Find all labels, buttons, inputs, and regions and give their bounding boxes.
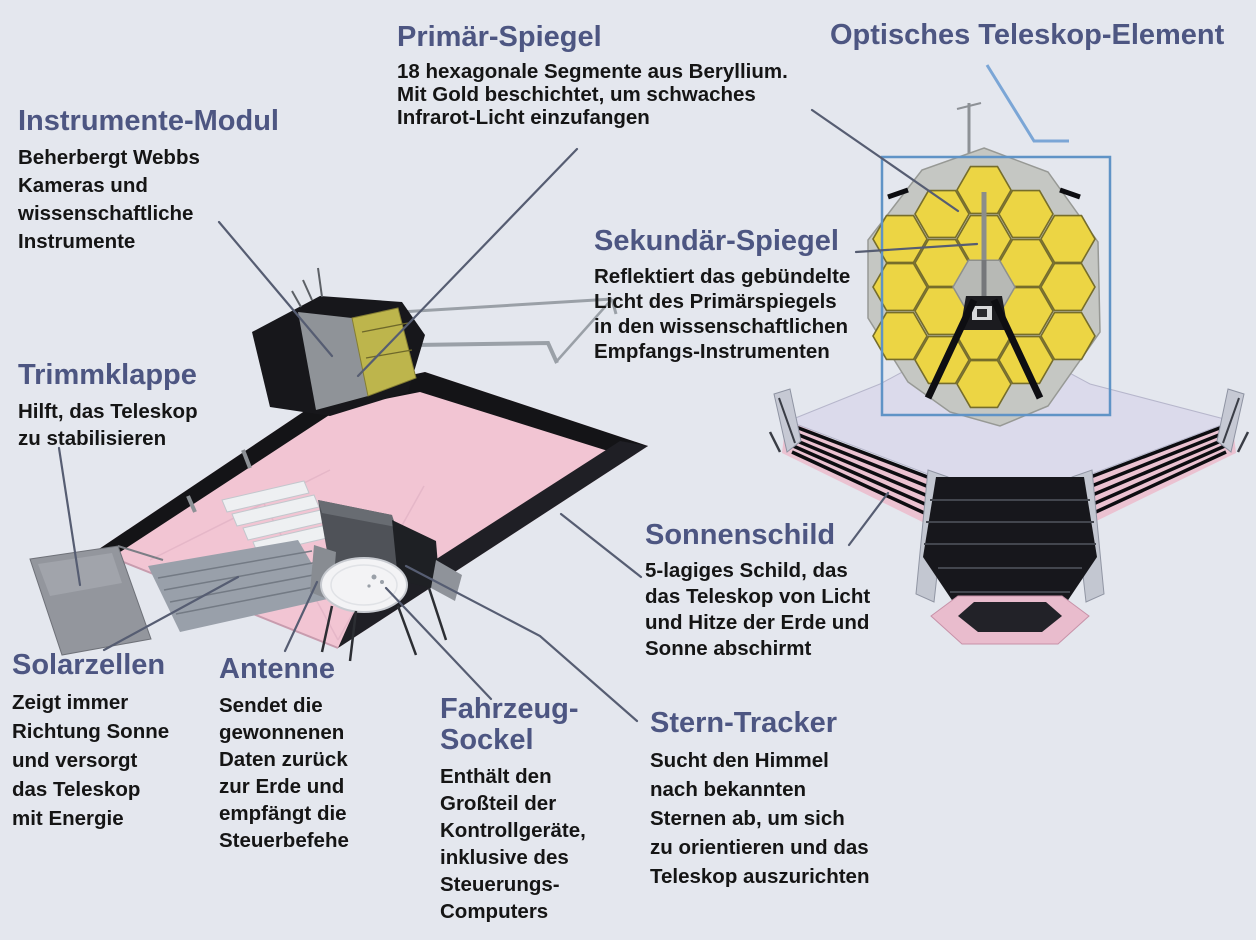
label-sekundaer-spiegel: Sekundär-Spiegel Reflektiert das gebünde… xyxy=(594,226,850,364)
antenna-dish xyxy=(320,557,408,613)
primary-mirror-front-view xyxy=(867,147,1101,427)
leader-primaer-spiegel-left xyxy=(356,147,579,378)
label-title: Fahrzeug- Sockel xyxy=(440,693,579,756)
leader-fahrzeug-sockel xyxy=(384,586,493,701)
leader-sonnenschild-left xyxy=(559,512,643,579)
leader-trimmklappe xyxy=(57,446,82,587)
label-title: Trimmklappe xyxy=(18,359,197,391)
label-fahrzeug-sockel: Fahrzeug- Sockel Enthält den Großteil de… xyxy=(440,694,586,925)
label-primaer-spiegel: Primär-Spiegel 18 hexagonale Segmente au… xyxy=(397,21,788,130)
label-sonnenschild: Sonnenschild 5-lagiges Schild, das das T… xyxy=(645,520,870,662)
label-title: Sonnenschild xyxy=(645,519,836,551)
label-solarzellen: Solarzellen Zeigt immer Richtung Sonne u… xyxy=(12,650,169,833)
ote-highlight-box xyxy=(880,155,1112,417)
leader-instrumente-modul xyxy=(217,220,334,358)
label-body: Zeigt immer Richtung Sonne und versorgt … xyxy=(12,691,170,830)
label-body: Hilft, das Teleskop zu stabilisieren xyxy=(18,400,198,450)
label-body: Reflektiert das gebündelte Licht des Pri… xyxy=(594,265,851,363)
gold-mirror-segments xyxy=(872,165,1096,409)
leader-solarzellen xyxy=(102,575,240,652)
jwst-side-view-illustration xyxy=(29,267,648,662)
label-title: Instrumente-Modul xyxy=(18,105,279,137)
leader-sekundaer-spiegel xyxy=(854,242,979,254)
label-trimmklappe: Trimmklappe Hilft, das Teleskop zu stabi… xyxy=(18,360,198,452)
label-instrumente-modul: Instrumente-Modul Beherbergt Webbs Kamer… xyxy=(18,106,279,256)
leader-optisches-teleskop-element xyxy=(985,64,1069,143)
jwst-front-view-illustration xyxy=(768,102,1250,645)
label-title: Optisches Teleskop-Element xyxy=(830,19,1225,51)
label-body: Beherbergt Webbs Kameras und wissenschaf… xyxy=(18,146,200,253)
spacecraft-bus-side-view xyxy=(148,480,462,662)
leader-stern-tracker xyxy=(404,564,639,723)
label-title: Primär-Spiegel xyxy=(397,21,602,53)
label-stern-tracker: Stern-Tracker Sucht den Himmel nach beka… xyxy=(650,708,869,891)
label-body: Sucht den Himmel nach bekannten Sternen … xyxy=(650,749,870,888)
instrument-module-structure xyxy=(252,267,425,416)
label-title: Stern-Tracker xyxy=(650,707,837,739)
leader-lines xyxy=(57,108,979,723)
label-title: Antenne xyxy=(219,653,335,685)
label-optisches-teleskop-element: Optisches Teleskop-Element xyxy=(830,20,1224,51)
label-title: Solarzellen xyxy=(12,649,166,681)
label-antenne: Antenne Sendet die gewonnenen Daten zurü… xyxy=(219,654,349,854)
label-body: Sendet die gewonnenen Daten zurück zur E… xyxy=(219,694,349,852)
label-title: Sekundär-Spiegel xyxy=(594,225,839,257)
label-body: 5-lagiges Schild, das das Teleskop von L… xyxy=(645,559,871,660)
leader-sonnenschild-right xyxy=(847,491,890,547)
trim-flap-panel xyxy=(29,545,164,656)
solar-array-panel xyxy=(148,540,332,632)
leader-primaer-spiegel-right xyxy=(810,108,960,213)
leader-antenne xyxy=(283,580,319,653)
label-body: Enthält den Großteil der Kontrollgeräte,… xyxy=(440,765,586,923)
spacecraft-bus-front-view xyxy=(915,469,1105,645)
star-tracker-box xyxy=(392,520,440,590)
label-body: 18 hexagonale Segmente aus Beryllium. Mi… xyxy=(397,60,788,129)
